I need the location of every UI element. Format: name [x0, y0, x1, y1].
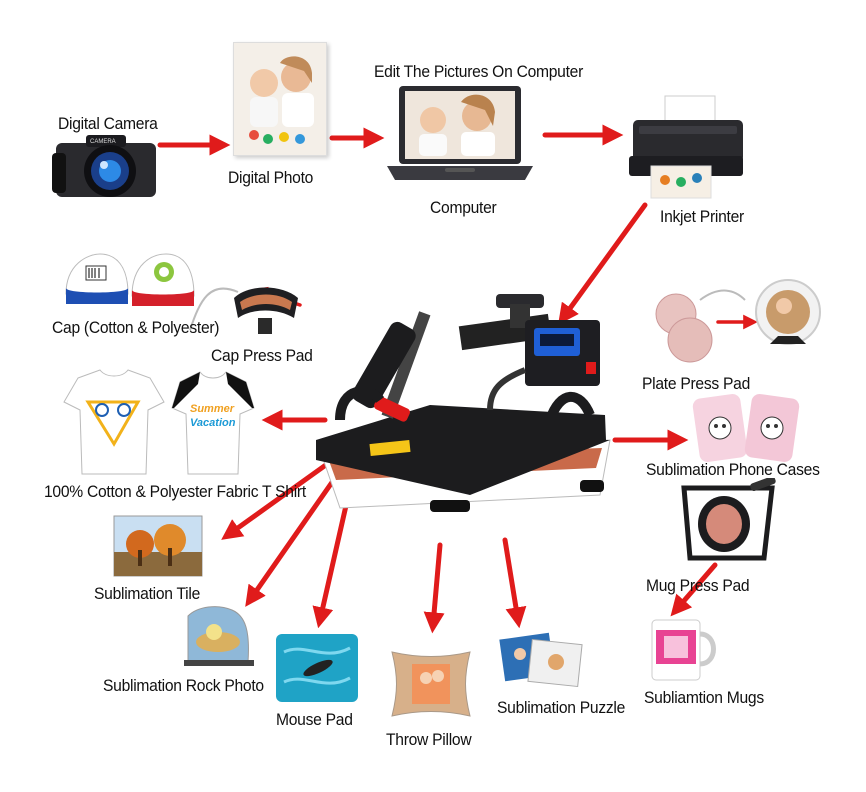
inkjet-printer-label: Inkjet Printer [660, 207, 744, 226]
arrow-to-rock-photo [245, 475, 338, 607]
family-photo-icon [234, 43, 326, 155]
digital-photo-label: Digital Photo [228, 168, 314, 187]
cap-label: Cap (Cotton & Polyester) [52, 318, 220, 337]
arrow-to-mouse-pad [312, 485, 353, 629]
rock-photo-icon [184, 606, 254, 666]
camera-badge-text: CAMERA [90, 139, 116, 145]
digital-photo-image [233, 42, 327, 156]
laptop-icon [387, 86, 533, 180]
cap-press-pad-icon [234, 287, 298, 334]
t-shirts-icon: Summer Vacation [63, 369, 255, 475]
throw-pillow-icon [391, 651, 471, 717]
arrow-printer-to-machine [558, 202, 648, 325]
arrow-to-pillow [423, 542, 445, 634]
plate-press-wire [699, 289, 746, 301]
phone-cases-label: Sublimation Phone Cases [646, 460, 820, 479]
arrow-to-tile [221, 459, 333, 540]
shirt-vacation-text: Vacation [190, 417, 236, 429]
cap-press-pad-label: Cap Press Pad [211, 346, 313, 365]
plate-press-pad-icon [655, 293, 713, 363]
heat-press-machine-icon [316, 294, 611, 512]
mug-press-pad-icon [681, 478, 776, 561]
cap-press-wire [189, 287, 239, 331]
rock-photo-label: Sublimation Rock Photo [103, 676, 264, 695]
mug-icon [651, 619, 716, 681]
plate-press-pad-label: Plate Press Pad [642, 374, 751, 393]
shirt-summer-text: Summer [190, 403, 235, 415]
t-shirt-label: 100% Cotton & Polyester Fabric T Shirt [44, 482, 306, 501]
arrow-to-puzzle [502, 537, 527, 629]
arrow-mug-press-to-mugs [670, 562, 718, 617]
edit-pictures-label: Edit The Pictures On Computer [374, 62, 584, 81]
sublimation-puzzle-label: Sublimation Puzzle [497, 698, 626, 717]
sublimation-tile-label: Sublimation Tile [94, 584, 201, 603]
throw-pillow-label: Throw Pillow [386, 730, 472, 749]
printer-icon [629, 95, 743, 199]
phone-cases-icon [692, 394, 800, 462]
photo-plate-icon [755, 279, 821, 345]
caps-icon [65, 253, 195, 306]
computer-label: Computer [430, 198, 497, 217]
camera-icon: CAMERA [52, 135, 156, 197]
digital-camera-label: Digital Camera [58, 114, 158, 133]
mouse-pad-label: Mouse Pad [276, 710, 353, 729]
mugs-label: Subliamtion Mugs [644, 688, 764, 707]
puzzle-icon [499, 632, 583, 688]
tile-icon [113, 515, 203, 577]
mug-press-pad-label: Mug Press Pad [646, 576, 750, 595]
mouse-pad-icon [276, 634, 358, 702]
